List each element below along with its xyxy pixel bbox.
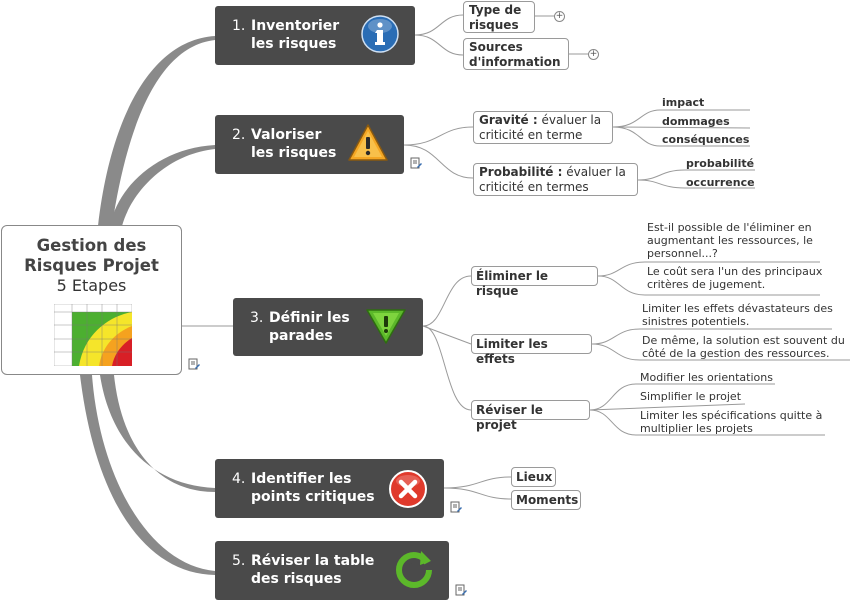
eliminer-item: Est-il possible de l'éliminer en augment… xyxy=(647,221,813,260)
step-3-number: 3. xyxy=(250,310,264,326)
note-icon[interactable] xyxy=(450,501,462,513)
probabilite-box[interactable]: Probabilité : évaluer la criticité en te… xyxy=(473,163,638,196)
probabilite-label: Probabilité : xyxy=(479,165,563,179)
limiter-effets-box[interactable]: Limiter les effets xyxy=(471,334,592,366)
moments-box[interactable]: Moments xyxy=(511,490,581,510)
reviser-item: Limiter les spécifications quitte à mult… xyxy=(640,409,823,435)
gravite-item: conséquences xyxy=(662,133,750,146)
reviser-item: Modifier les orientations xyxy=(640,371,773,384)
risk-matrix-thumbnail xyxy=(54,304,132,366)
warning-icon xyxy=(348,124,388,161)
limiter-item: De même, la solution est souvent du côté… xyxy=(642,334,845,360)
central-topic[interactable]: Gestion des Risques Projet 5 Etapes xyxy=(1,225,182,375)
type-de-risques[interactable]: Type de risques xyxy=(463,1,535,33)
central-title: Gestion des Risques Projet xyxy=(24,236,159,275)
info-icon xyxy=(361,15,399,53)
step-5-label: Réviser la table des risques xyxy=(251,553,375,587)
note-icon[interactable] xyxy=(410,157,422,169)
step-4-label: Identifier les points critiques xyxy=(251,471,375,505)
step-1-number: 1. xyxy=(232,18,246,34)
step-2-node[interactable]: 2. Valoriser les risques xyxy=(215,115,404,174)
eliminer-item: Le coût sera l'un des principaux critère… xyxy=(647,265,823,291)
probabilite-item: occurrence xyxy=(686,176,755,189)
step-1-label: Inventorier les risques xyxy=(251,18,340,52)
expand-type-plus-icon[interactable]: + xyxy=(554,11,565,22)
step-4-node[interactable]: 4. Identifier les points critiques xyxy=(215,459,444,518)
note-icon[interactable] xyxy=(188,358,200,370)
limiter-item: Limiter les effets dévastateurs des sini… xyxy=(642,302,833,328)
reviser-item: Simplifier le projet xyxy=(640,390,742,403)
gravite-text: évaluer la criticité en terme xyxy=(479,113,602,142)
central-subtitle: 5 Etapes xyxy=(56,276,127,295)
step-5-number: 5. xyxy=(232,553,246,569)
probabilite-text: évaluer la criticité en termes xyxy=(479,165,626,194)
probabilite-item: probabilité xyxy=(686,157,755,170)
step-3-node[interactable]: 3. Définir les parades xyxy=(233,298,423,356)
step-3-label: Définir les parades xyxy=(269,310,350,344)
eliminer-risque-box[interactable]: Éliminer le risque xyxy=(471,266,598,298)
refresh-icon xyxy=(396,551,432,588)
step-1-node[interactable]: 1. Inventorier les risques xyxy=(215,6,415,65)
gravite-box[interactable]: Gravité : évaluer la criticité en terme xyxy=(473,111,613,144)
step-2-label: Valoriser les risques xyxy=(251,127,337,161)
step-4-number: 4. xyxy=(232,471,246,487)
step-5-node[interactable]: 5. Réviser la table des risques xyxy=(215,541,449,600)
gravite-item: impact xyxy=(662,96,705,109)
step-2-number: 2. xyxy=(232,127,246,143)
lieux-box[interactable]: Lieux xyxy=(511,467,556,487)
note-icon[interactable] xyxy=(455,584,467,596)
down-arrow-icon xyxy=(366,309,406,344)
error-cross-icon xyxy=(389,470,427,508)
gravite-item: dommages xyxy=(662,115,730,128)
expand-sources-plus-icon[interactable]: + xyxy=(588,49,599,60)
reviser-projet-box[interactable]: Réviser le projet xyxy=(471,400,590,432)
gravite-label: Gravité : xyxy=(479,113,538,127)
sources-information[interactable]: Sources d'information xyxy=(463,38,569,70)
